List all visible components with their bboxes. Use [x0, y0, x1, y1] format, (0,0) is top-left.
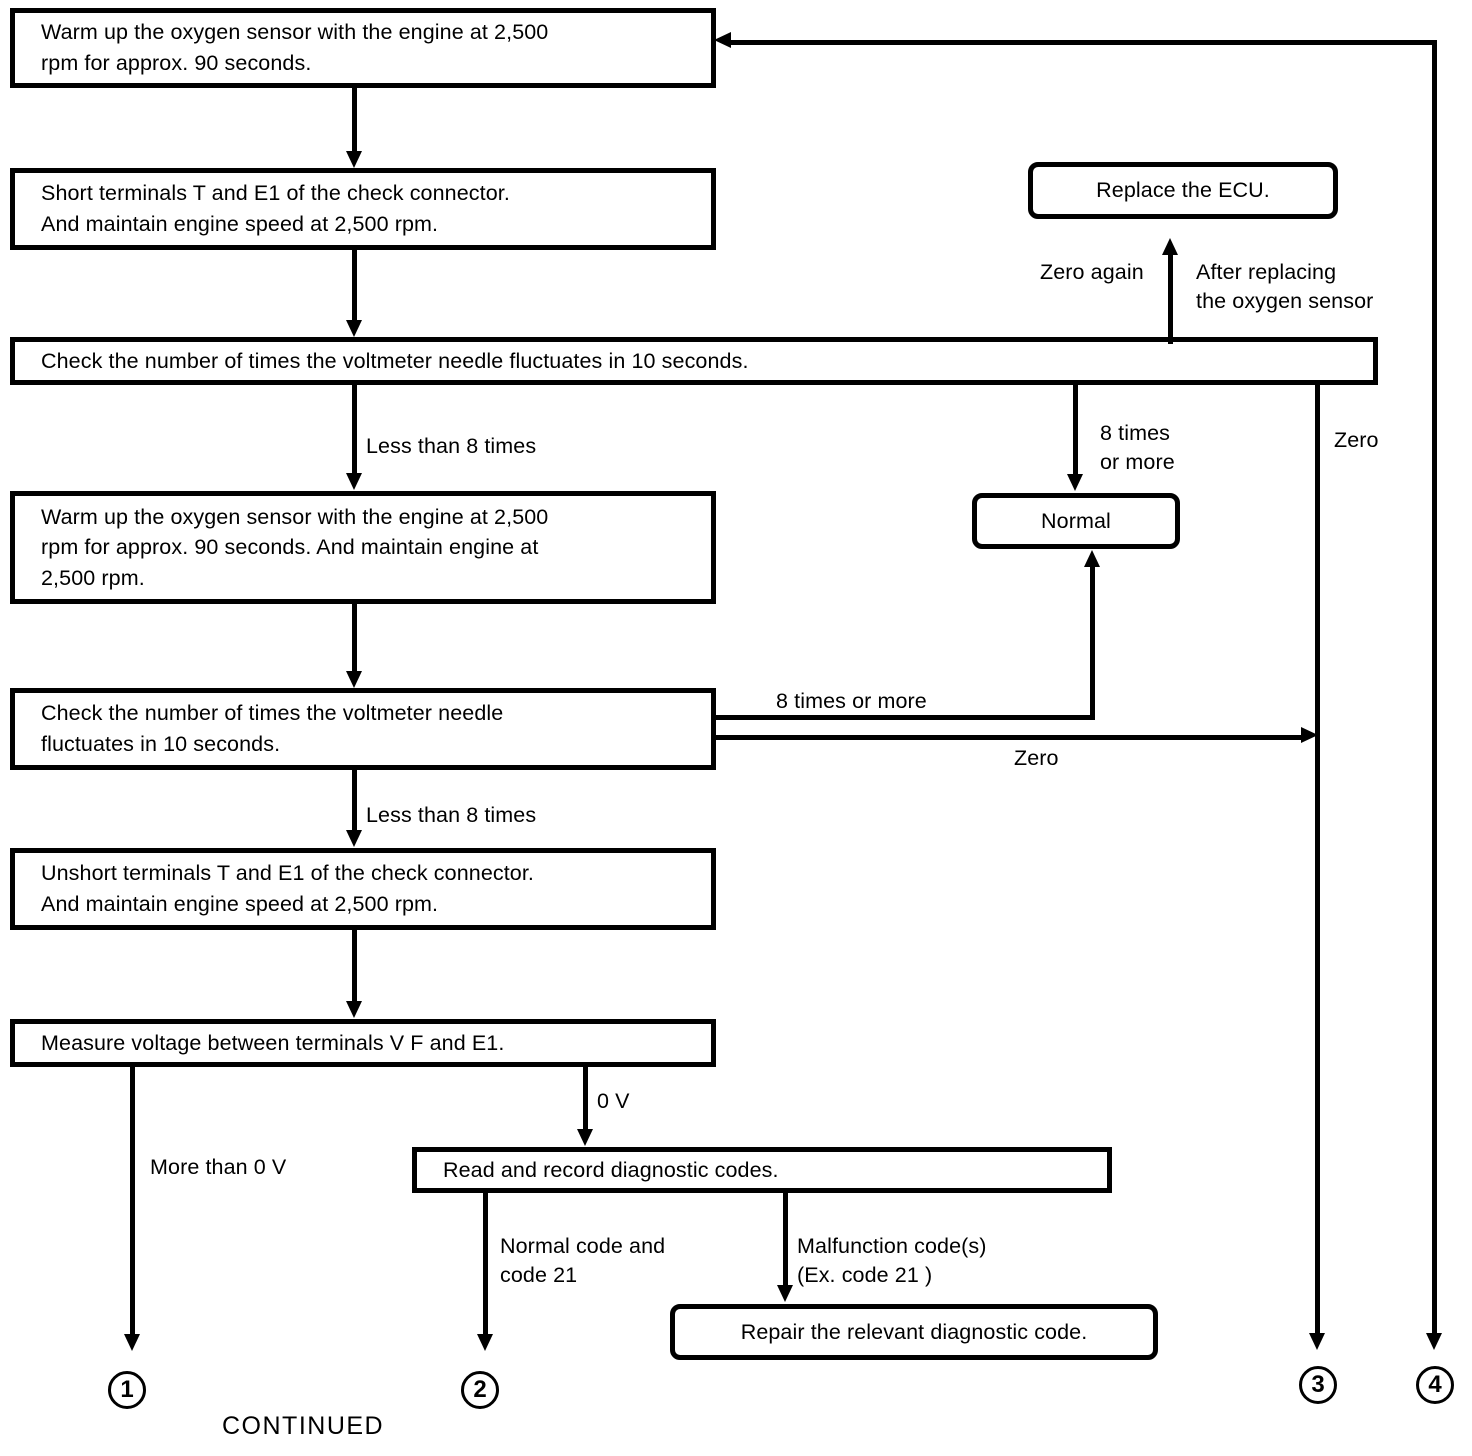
arrow-check2-zero-to-right — [1301, 727, 1318, 743]
step-box-short-terminals: Short terminals T and E1 of the check co… — [10, 168, 716, 250]
edge-measure-more-than-0v — [130, 1067, 135, 1337]
label-less-than-8-first: Less than 8 times — [366, 434, 537, 458]
label-0v: 0 V — [597, 1089, 630, 1113]
step-box-check-wide-text: Check the number of times the voltmeter … — [41, 348, 749, 373]
step-box-warmup-1-text: Warm up the oxygen sensor with the engin… — [41, 20, 549, 75]
label-more-than-0v: More than 0 V — [150, 1155, 287, 1179]
step-box-read-codes-text: Read and record diagnostic codes. — [443, 1157, 779, 1182]
edge-warmup2-to-check2 — [352, 604, 357, 672]
label-malfunction-code: Malfunction code(s) (Ex. code 21 ) — [797, 1234, 987, 1287]
step-box-check-2: Check the number of times the voltmeter … — [10, 688, 716, 770]
label-8-times-or-more-stacked: 8 times or more — [1100, 421, 1175, 474]
arrow-zero-to-circle-3 — [1309, 1333, 1325, 1350]
connector-circle-2: 2 — [461, 1371, 499, 1409]
edge-warmup1-to-short — [352, 88, 357, 154]
result-box-normal: Normal — [972, 493, 1180, 549]
result-box-replace-ecu: Replace the ECU. — [1028, 162, 1338, 219]
label-less-than-8-second: Less than 8 times — [366, 803, 537, 827]
edge-read-codes-malfunction — [783, 1193, 788, 1287]
edge-unshort-to-measure — [352, 930, 357, 1002]
continued-label: CONTINUED — [222, 1412, 385, 1440]
edge-measure-to-read-codes — [583, 1067, 588, 1131]
arrow-normal-code-to-circle-2 — [477, 1334, 493, 1351]
step-box-warmup-2-text: Warm up the oxygen sensor with the engin… — [41, 504, 549, 590]
label-8-times-or-more-inline: 8 times or more — [776, 689, 927, 713]
edge-check-zero-down — [1315, 385, 1320, 1336]
arrow-to-replace-ecu — [1162, 238, 1178, 255]
step-box-measure-voltage-text: Measure voltage between terminals V F an… — [41, 1030, 505, 1055]
arrow-check-to-warmup2 — [346, 473, 362, 490]
edge-check2-to-unshort — [352, 770, 357, 832]
arrow-unshort-to-measure — [346, 1001, 362, 1018]
edge-check2-zero-horizontal — [711, 735, 1303, 740]
step-box-check-wide: Check the number of times the voltmeter … — [10, 337, 1378, 385]
result-box-replace-ecu-text: Replace the ECU. — [1096, 178, 1270, 203]
label-after-replacing: After replacing the oxygen sensor — [1196, 260, 1374, 313]
edge-read-codes-normal-code — [483, 1193, 488, 1337]
arrow-return-to-warmup1 — [714, 32, 731, 48]
step-box-unshort-terminals-text: Unshort terminals T and E1 of the check … — [41, 861, 535, 916]
result-box-repair-code: Repair the relevant diagnostic code. — [670, 1304, 1158, 1360]
result-box-repair-code-text: Repair the relevant diagnostic code. — [740, 1319, 1088, 1344]
edge-to-replace-ecu — [1168, 254, 1173, 344]
edge-check2-8more-horizontal — [711, 715, 1095, 720]
step-box-read-codes: Read and record diagnostic codes. — [412, 1147, 1112, 1193]
label-zero-right-1: Zero — [1334, 428, 1379, 452]
edge-check-to-warmup2 — [352, 385, 357, 475]
arrow-check2-to-unshort — [346, 830, 362, 847]
arrow-return-to-circle-4 — [1426, 1333, 1442, 1350]
edge-check-to-normal — [1073, 385, 1078, 477]
arrow-more-than-0v-to-circle-1 — [124, 1334, 140, 1351]
step-box-warmup-1: Warm up the oxygen sensor with the engin… — [10, 8, 716, 88]
edge-circle4-return-vertical — [1432, 40, 1437, 1336]
connector-circle-1: 1 — [108, 1371, 146, 1409]
arrow-malfunction-to-repair — [777, 1285, 793, 1302]
edge-check2-8more-vertical — [1090, 567, 1095, 720]
arrow-check2-to-normal — [1084, 550, 1100, 567]
edge-short-to-check — [352, 250, 357, 322]
connector-circle-3: 3 — [1299, 1366, 1337, 1404]
label-zero-right-2: Zero — [1014, 746, 1059, 770]
label-zero-again: Zero again — [1040, 260, 1144, 284]
arrow-check-to-normal — [1067, 474, 1083, 491]
arrow-measure-to-read-codes — [577, 1129, 593, 1146]
label-normal-code: Normal code and code 21 — [500, 1234, 666, 1287]
step-box-check-2-text: Check the number of times the voltmeter … — [41, 701, 504, 756]
step-box-unshort-terminals: Unshort terminals T and E1 of the check … — [10, 848, 716, 930]
connector-circle-4: 4 — [1416, 1366, 1454, 1404]
step-box-short-terminals-text: Short terminals T and E1 of the check co… — [41, 181, 510, 236]
arrow-short-to-check — [346, 320, 362, 337]
result-box-normal-text: Normal — [1041, 508, 1111, 533]
arrow-warmup2-to-check2 — [346, 671, 362, 688]
step-box-measure-voltage: Measure voltage between terminals V F an… — [10, 1019, 716, 1067]
edge-circle4-return-horizontal — [727, 40, 1437, 45]
arrow-warmup1-to-short — [346, 151, 362, 168]
step-box-warmup-2: Warm up the oxygen sensor with the engin… — [10, 491, 716, 604]
